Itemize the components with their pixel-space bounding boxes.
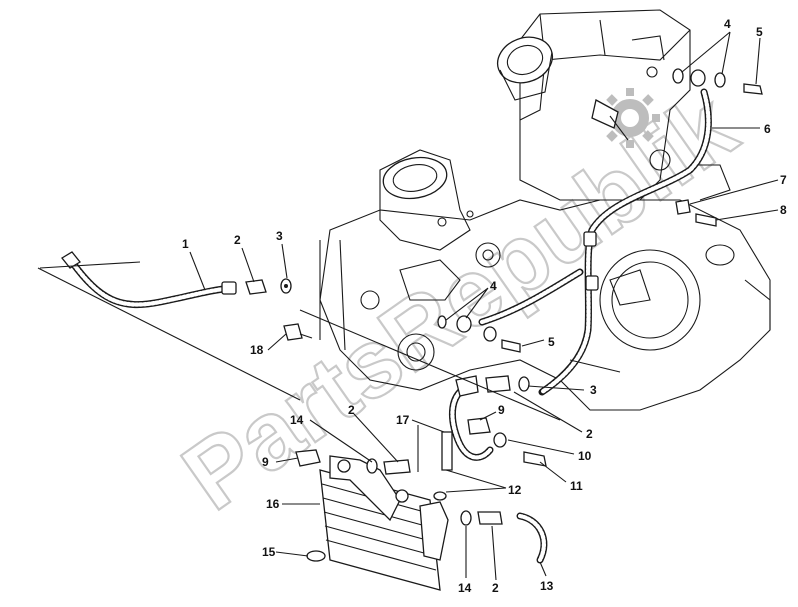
callout-12: 12	[508, 483, 522, 497]
engine-block	[319, 9, 771, 411]
callout-15: 15	[262, 545, 276, 559]
callout-17: 17	[396, 413, 410, 427]
callout-2-bottom: 2	[492, 581, 499, 595]
callout-18: 18	[250, 343, 264, 357]
leader-lines	[189, 31, 779, 581]
callout-14-top: 14	[290, 413, 304, 427]
callout-13: 13	[540, 579, 554, 593]
callout-4: 4	[724, 17, 731, 31]
oil-hose-lower	[449, 375, 548, 564]
callout-5-mid: 5	[548, 335, 555, 349]
watermark: PartsRepublik	[163, 71, 756, 531]
callout-4-mid: 4	[490, 279, 497, 293]
oil-hose-middle	[437, 268, 584, 353]
banjo-bolt-top	[672, 68, 763, 95]
callout-2-top: 2	[348, 403, 355, 417]
oil-hose-right	[538, 88, 712, 396]
guide-lines	[37, 261, 621, 472]
callout-16: 16	[266, 497, 280, 511]
callout-2-mid: 2	[586, 427, 593, 441]
callout-8: 8	[780, 203, 787, 217]
callout-1: 1	[182, 237, 189, 251]
callout-3: 3	[276, 229, 283, 243]
callout-2: 2	[234, 233, 241, 247]
callout-labels: 1 2 3 4 5 6 7 8 18 4 5 3 2 14 2 17 9 10 …	[182, 17, 787, 595]
callout-9-left: 9	[262, 455, 269, 469]
callout-14-bottom: 14	[458, 581, 472, 595]
oil-cooler	[295, 431, 503, 591]
callout-5: 5	[756, 25, 763, 39]
callout-11: 11	[570, 479, 583, 493]
callout-6: 6	[764, 122, 771, 136]
fitting-18	[283, 323, 313, 341]
callout-7: 7	[780, 173, 787, 187]
watermark-text: PartsRepublik	[164, 72, 755, 530]
oil-hose-left	[61, 251, 237, 309]
union-fitting	[245, 278, 292, 295]
callout-3-mid: 3	[590, 383, 597, 397]
fitting-7-8	[675, 199, 717, 227]
callout-9-mid: 9	[498, 403, 505, 417]
callout-10: 10	[578, 449, 592, 463]
